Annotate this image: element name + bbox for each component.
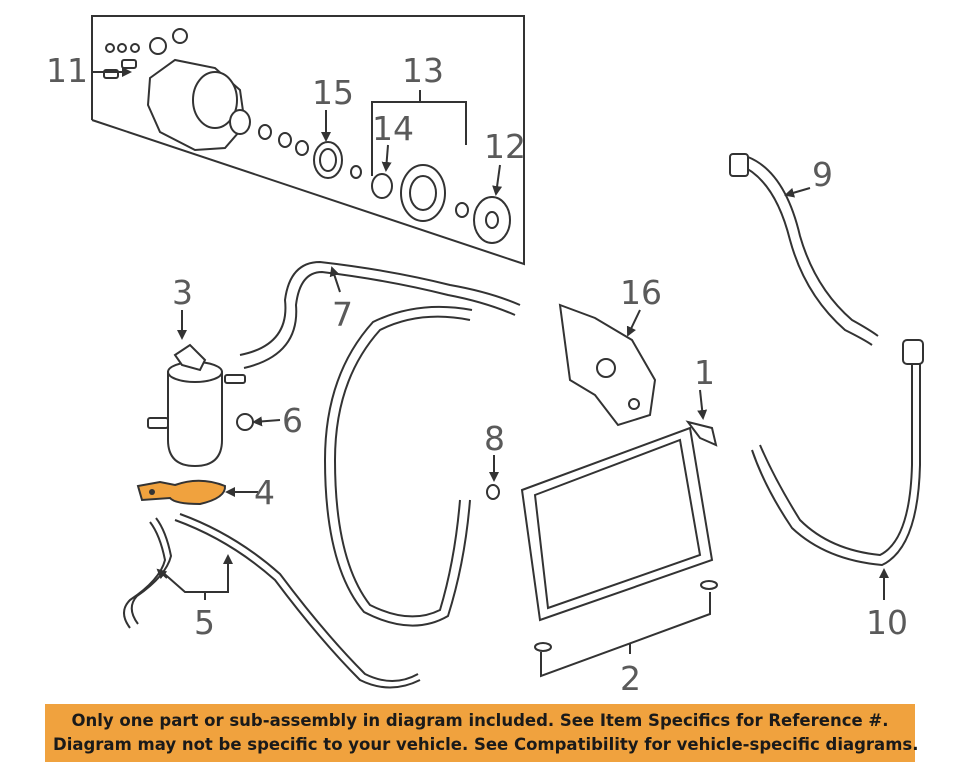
disclaimer-line-2: Diagram may not be specific to your vehi… [53,735,919,754]
receiver-dehydrator [147,343,246,468]
callout-15: 15 [312,73,354,112]
callout-13: 13 [402,51,444,90]
callout-4: 4 [254,473,275,512]
callout-9: 9 [812,155,833,194]
callout-1: 1 [694,353,715,392]
mount-part-2 [534,580,718,652]
condenser-part-1 [520,420,718,622]
callout-16: 16 [620,273,662,312]
leader-lines [92,67,889,600]
disclaimer-banner: Only one part or sub-assembly in diagram… [45,704,919,762]
callout-8: 8 [484,419,505,458]
compressor-inset [91,15,525,266]
disclaimer-line-1: Only one part or sub-assembly in diagram… [71,711,889,730]
bracket-part-16 [558,303,657,427]
callout-2-leader [540,592,711,678]
hose-part-10 [751,339,924,567]
hose-part-7 [239,260,521,627]
callout-5: 5 [194,603,215,642]
hose-part-5 [123,513,421,689]
callout-10: 10 [866,603,908,642]
callout-14: 14 [372,109,414,148]
callout-3: 3 [172,273,193,312]
callout-6: 6 [282,401,303,440]
callout-2: 2 [620,659,641,698]
compressor-assembly [103,28,511,244]
seal-part-8 [486,484,500,500]
bracket-part-4 [136,479,227,506]
callout-12: 12 [484,127,526,166]
nut-part-6 [236,413,254,431]
callout-11: 11 [46,51,88,90]
callout-7: 7 [332,295,353,334]
hose-part-9 [729,153,879,346]
callout-5-leader [156,554,233,600]
